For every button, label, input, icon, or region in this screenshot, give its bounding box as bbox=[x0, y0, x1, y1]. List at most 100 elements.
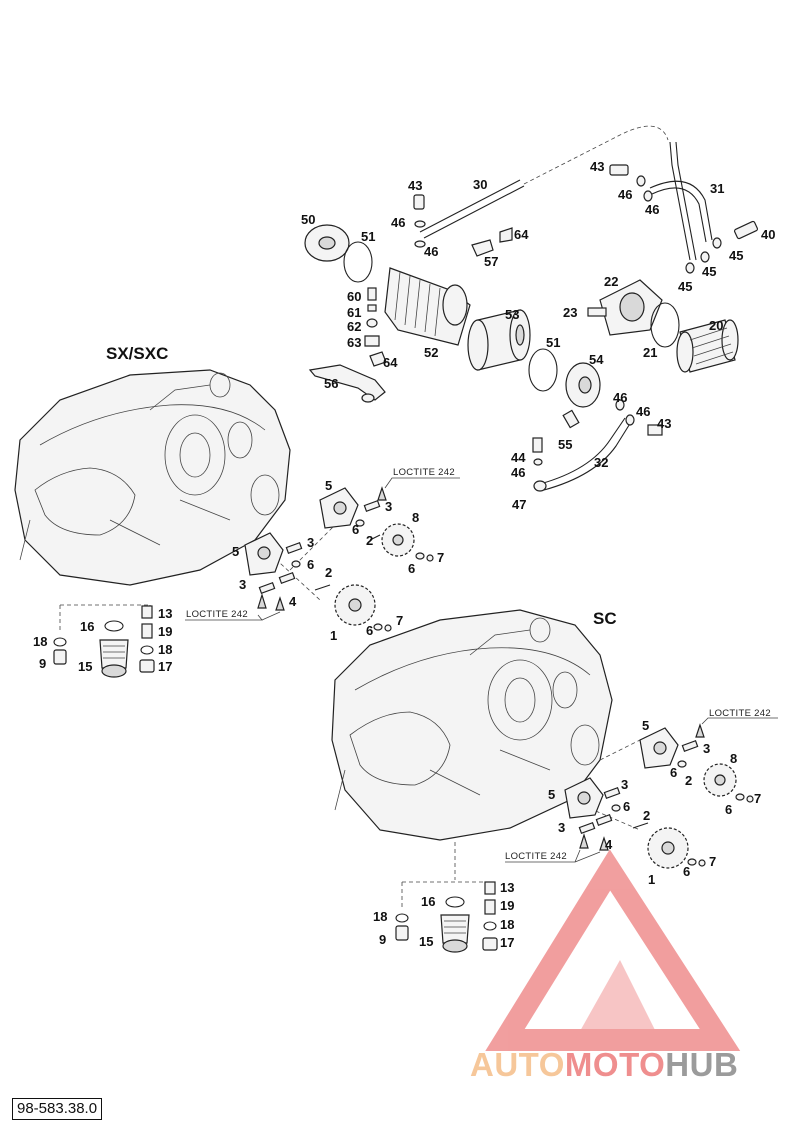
callout-16: 16 bbox=[421, 894, 435, 909]
callout-7: 7 bbox=[437, 550, 444, 565]
callout-9: 9 bbox=[379, 932, 386, 947]
callout-52: 52 bbox=[424, 345, 438, 360]
callout-8: 8 bbox=[730, 751, 737, 766]
callout-17: 17 bbox=[500, 935, 514, 950]
callout-6: 6 bbox=[623, 799, 630, 814]
callout-2: 2 bbox=[325, 565, 332, 580]
callout-46: 46 bbox=[424, 244, 438, 259]
callout-3: 3 bbox=[703, 741, 710, 756]
callout-40: 40 bbox=[761, 227, 775, 242]
callout-46: 46 bbox=[618, 187, 632, 202]
callout-51: 51 bbox=[361, 229, 375, 244]
callout-13: 13 bbox=[158, 606, 172, 621]
callout-61: 61 bbox=[347, 305, 361, 320]
callout-46: 46 bbox=[613, 390, 627, 405]
callout-9: 9 bbox=[39, 656, 46, 671]
callout-6: 6 bbox=[366, 623, 373, 638]
callout-46: 46 bbox=[645, 202, 659, 217]
callout-6: 6 bbox=[352, 522, 359, 537]
oil-pump-sx bbox=[185, 477, 460, 632]
callout-20: 20 bbox=[709, 318, 723, 333]
loctite-note: LOCTITE 242 bbox=[709, 708, 771, 719]
callout-64: 64 bbox=[514, 227, 529, 242]
callout-18: 18 bbox=[500, 917, 514, 932]
callout-57: 57 bbox=[484, 254, 498, 269]
callout-1: 1 bbox=[330, 628, 337, 643]
callout-4: 4 bbox=[605, 837, 613, 852]
drain-parts-sx bbox=[53, 604, 155, 678]
callout-51: 51 bbox=[546, 335, 560, 350]
watermark-part-moto: MOTO bbox=[564, 1046, 666, 1083]
callout-7: 7 bbox=[396, 613, 403, 628]
callout-47: 47 bbox=[512, 497, 526, 512]
callout-13: 13 bbox=[500, 880, 514, 895]
callout-3: 3 bbox=[385, 499, 392, 514]
section-label-sc: SC bbox=[593, 609, 617, 628]
callout-5: 5 bbox=[325, 478, 332, 493]
callout-22: 22 bbox=[604, 274, 618, 289]
callout-45: 45 bbox=[702, 264, 716, 279]
callout-17: 17 bbox=[158, 659, 172, 674]
callout-6: 6 bbox=[725, 802, 732, 817]
callout-53: 53 bbox=[505, 307, 519, 322]
callout-46: 46 bbox=[511, 465, 525, 480]
callout-43: 43 bbox=[657, 416, 671, 431]
callout-46: 46 bbox=[636, 404, 650, 419]
callout-19: 19 bbox=[158, 624, 172, 639]
callout-3: 3 bbox=[621, 777, 628, 792]
callout-6: 6 bbox=[408, 561, 415, 576]
loctite-note: LOCTITE 242 bbox=[505, 851, 567, 862]
callout-62: 62 bbox=[347, 319, 361, 334]
callout-15: 15 bbox=[78, 659, 92, 674]
callout-3: 3 bbox=[307, 535, 314, 550]
callout-54: 54 bbox=[589, 352, 604, 367]
loctite-note: LOCTITE 242 bbox=[393, 467, 455, 478]
callout-6: 6 bbox=[683, 864, 690, 879]
oil-filter-assembly bbox=[304, 125, 759, 492]
callout-45: 45 bbox=[678, 279, 692, 294]
callout-15: 15 bbox=[419, 934, 433, 949]
callout-60: 60 bbox=[347, 289, 361, 304]
watermark-part-auto: AUTO bbox=[470, 1046, 565, 1083]
callout-18: 18 bbox=[33, 634, 47, 649]
callout-4: 4 bbox=[289, 594, 297, 609]
callout-64: 64 bbox=[383, 355, 398, 370]
callout-2: 2 bbox=[366, 533, 373, 548]
callout-45: 45 bbox=[729, 248, 743, 263]
crankcase-sx-sxc bbox=[14, 369, 291, 586]
callout-43: 43 bbox=[590, 159, 604, 174]
watermark-part-hub: HUB bbox=[665, 1046, 739, 1083]
watermark-text: AUTOMOTOHUB bbox=[470, 1046, 738, 1084]
callout-5: 5 bbox=[232, 544, 239, 559]
callout-56: 56 bbox=[324, 376, 338, 391]
callout-31: 31 bbox=[710, 181, 724, 196]
watermark-logo bbox=[485, 849, 741, 1051]
callout-5: 5 bbox=[548, 787, 555, 802]
callout-18: 18 bbox=[158, 642, 172, 657]
callout-2: 2 bbox=[685, 773, 692, 788]
callout-21: 21 bbox=[643, 345, 657, 360]
callout-2: 2 bbox=[643, 808, 650, 823]
callout-63: 63 bbox=[347, 335, 361, 350]
callout-55: 55 bbox=[558, 437, 572, 452]
callout-6: 6 bbox=[307, 557, 314, 572]
drain-parts-sc bbox=[395, 842, 498, 953]
loctite-note: LOCTITE 242 bbox=[186, 609, 248, 620]
document-number: 98-583.38.0 bbox=[12, 1098, 103, 1120]
callout-43: 43 bbox=[408, 178, 422, 193]
callout-3: 3 bbox=[558, 820, 565, 835]
oil-pump-sc bbox=[505, 717, 778, 869]
callout-46: 46 bbox=[391, 215, 405, 230]
callout-3: 3 bbox=[239, 577, 246, 592]
callout-44: 44 bbox=[511, 450, 526, 465]
callout-5: 5 bbox=[642, 718, 649, 733]
callout-30: 30 bbox=[473, 177, 487, 192]
callout-8: 8 bbox=[412, 510, 419, 525]
callout-23: 23 bbox=[563, 305, 577, 320]
section-label-sx-sxc: SX/SXC bbox=[106, 344, 168, 363]
callout-1: 1 bbox=[648, 872, 655, 887]
callout-50: 50 bbox=[301, 212, 315, 227]
callout-19: 19 bbox=[500, 898, 514, 913]
callout-32: 32 bbox=[594, 455, 608, 470]
